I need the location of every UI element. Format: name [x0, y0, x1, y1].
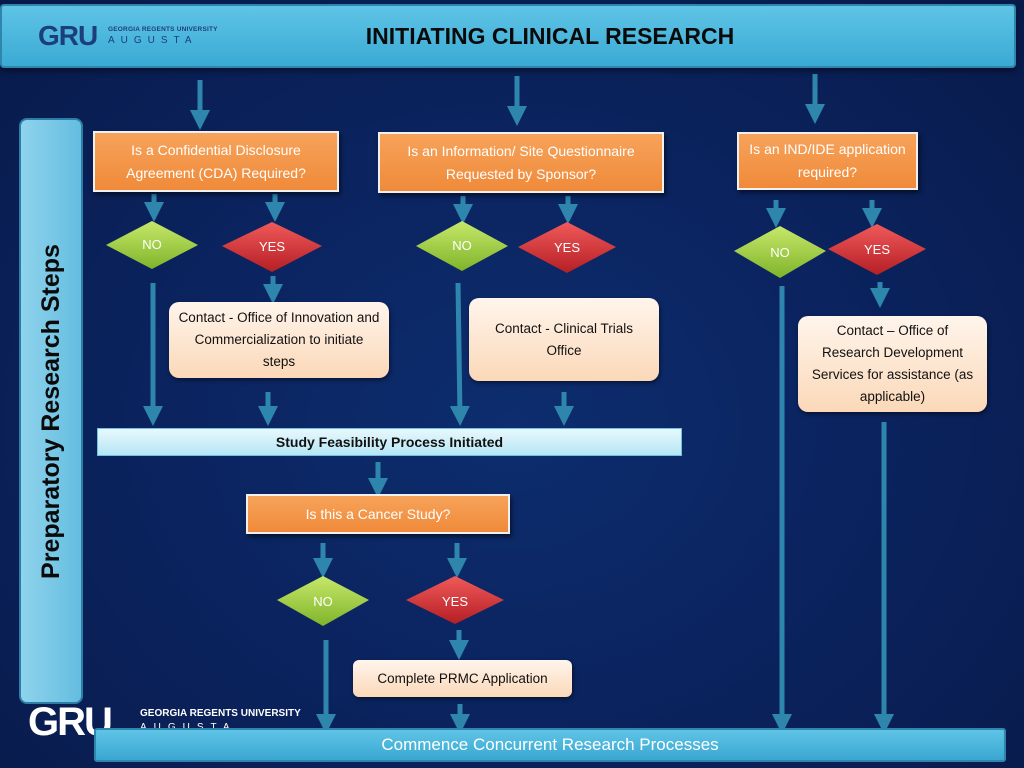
questionnaire-no-label: NO	[452, 238, 472, 253]
cancer-question-box: Is this a Cancer Study?	[246, 494, 510, 534]
ind-question-box: Is an IND/IDE application required?	[737, 132, 918, 190]
logo-city: AUGUSTA	[108, 35, 198, 46]
questionnaire-contact-box: Contact - Clinical Trials Office	[469, 298, 659, 381]
cancer-no-label: NO	[313, 594, 333, 609]
footer-bar: Commence Concurrent Research Processes	[94, 728, 1006, 762]
sidebar-label-text: Preparatory Research Steps	[36, 243, 65, 579]
ind-yes-label: YES	[863, 242, 890, 257]
cancer-yes-label: YES	[441, 594, 468, 609]
cda-yes-label: YES	[258, 239, 285, 254]
cda-question-box: Is a Confidential Disclosure Agreement (…	[93, 131, 339, 192]
logo-bottom-city: AUGUSTA	[140, 722, 237, 733]
questionnaire-question-box: Is an Information/ Site Questionnaire Re…	[378, 132, 664, 193]
ind-yes-diamond	[828, 224, 926, 275]
logo-bottom-university: GEORGIA REGENTS UNIVERSITY	[140, 708, 301, 719]
cancer-yes-diamond	[406, 576, 504, 624]
cda-no-diamond	[106, 221, 198, 269]
ind-no-label: NO	[770, 245, 790, 260]
logo-mark: GRU	[38, 20, 98, 51]
cancer-no-diamond	[277, 576, 369, 626]
cda-yes-diamond	[222, 222, 322, 272]
feasibility-bar: Study Feasibility Process Initiated	[97, 428, 682, 456]
sidebar-label: Preparatory Research Steps	[19, 118, 83, 704]
gru-logo: GRU GEORGIA REGENTS UNIVERSITY AUGUSTA	[38, 18, 218, 58]
questionnaire-yes-label: YES	[553, 240, 580, 255]
questionnaire-yes-diamond	[518, 222, 616, 273]
questionnaire-no-diamond	[416, 221, 508, 271]
arrow-q-no-feas	[449, 282, 470, 426]
logo-university-name: GEORGIA REGENTS UNIVERSITY	[108, 26, 218, 33]
sidebar-band	[19, 118, 83, 704]
cda-contact-box: Contact - Office of Innovation and Comme…	[169, 302, 389, 378]
prmc-box: Complete PRMC Application	[353, 660, 572, 697]
header-bar	[0, 4, 1016, 68]
ind-no-diamond	[734, 226, 826, 278]
ind-contact-box: Contact – Office of Research Development…	[798, 316, 987, 412]
cda-no-label: NO	[142, 237, 162, 252]
page-title: INITIATING CLINICAL RESEARCH	[365, 23, 735, 49]
